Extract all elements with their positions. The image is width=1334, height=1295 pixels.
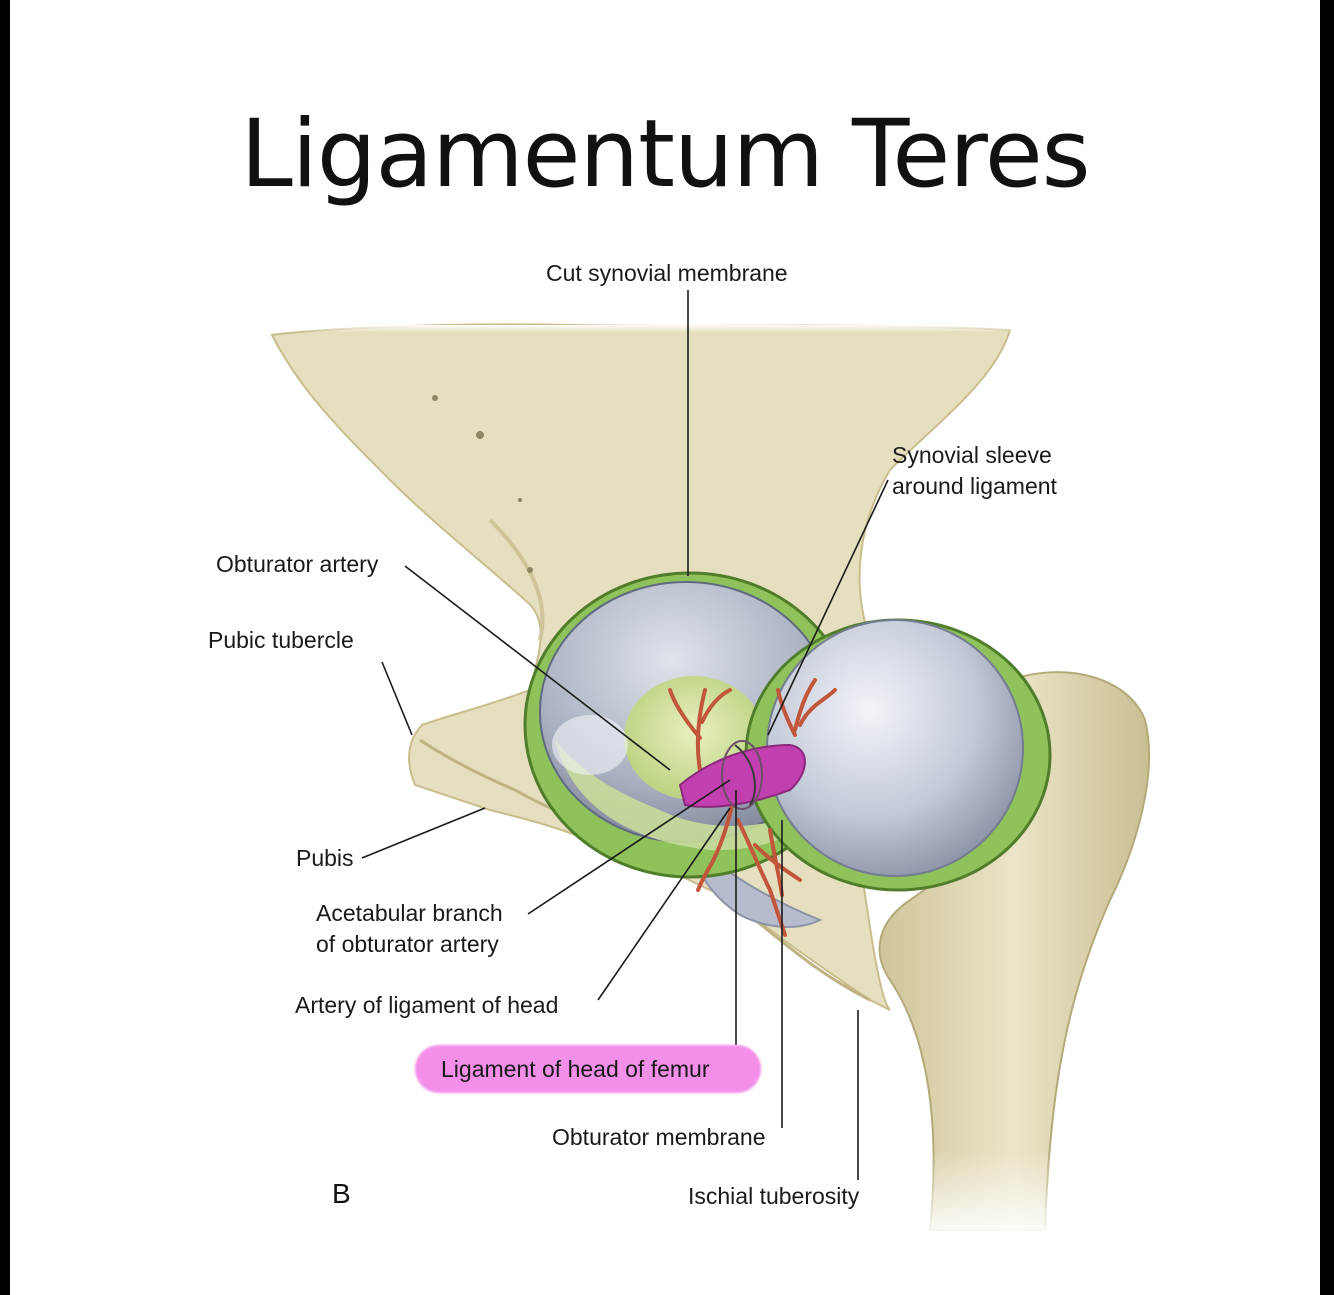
panel-letter: B xyxy=(332,1178,351,1209)
label-pubic-tubercle: Pubic tubercle xyxy=(208,627,354,653)
label-obturator-membrane: Obturator membrane xyxy=(552,1124,766,1150)
slide: Ligamentum Teres xyxy=(10,0,1320,1295)
label-cut-synovial-membrane: Cut synovial membrane xyxy=(546,260,788,286)
obturator-membrane-shape xyxy=(688,837,823,928)
hip-joint-illustration xyxy=(270,290,1150,1240)
label-ischial-tuberosity: Ischial tuberosity xyxy=(688,1183,860,1209)
label-pubis: Pubis xyxy=(296,845,354,871)
label-artery-of-ligament: Artery of ligament of head xyxy=(295,992,559,1018)
ligament-of-head xyxy=(678,740,806,810)
label-obturator-artery: Obturator artery xyxy=(216,551,379,577)
leader-lines xyxy=(361,290,889,1180)
label-synovial-sleeve: Synovial sleeve around ligament xyxy=(892,442,1057,499)
femur xyxy=(878,671,1150,1240)
label-acetabular-branch: Acetabular branch of obturator artery xyxy=(316,900,503,957)
femoral-head xyxy=(744,618,1052,892)
label-ligament-of-head: Ligament of head of femur xyxy=(441,1056,710,1082)
label-highlight xyxy=(415,1045,761,1093)
slide-title: Ligamentum Teres xyxy=(240,100,1090,209)
